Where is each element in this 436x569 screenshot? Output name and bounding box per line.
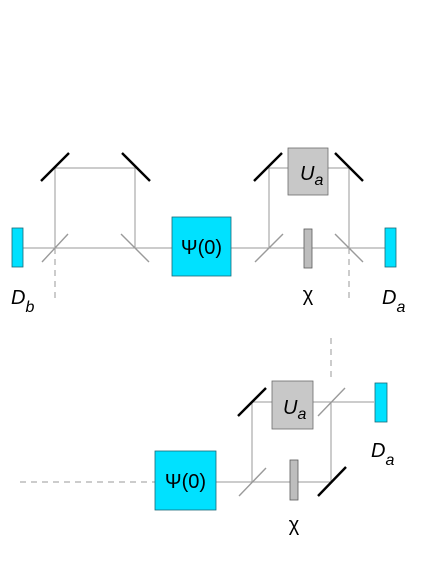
bottom-mirror-2 bbox=[317, 466, 347, 497]
top-unitary-subscript: a bbox=[314, 172, 323, 189]
top-left-beam-splitter-1 bbox=[41, 233, 69, 263]
bottom-unitary-box bbox=[271, 380, 314, 430]
bottom-setup: Ψ(0) Ua χ Da bbox=[20, 380, 394, 536]
bottom-state-box bbox=[154, 450, 217, 511]
top-state-box bbox=[171, 216, 232, 277]
detector-a-top bbox=[384, 227, 397, 268]
detector-b-subscript: b bbox=[25, 299, 34, 316]
bottom-beam-splitter-1 bbox=[238, 467, 267, 497]
detector-a-top-symbol: D bbox=[382, 287, 396, 309]
top-left-interferometer-path bbox=[54, 167, 136, 249]
bottom-unitary-label: Ua bbox=[283, 397, 306, 423]
detector-a-top-subscript: a bbox=[396, 299, 405, 316]
bottom-unitary-symbol: U bbox=[283, 397, 298, 419]
bottom-mirror-1 bbox=[237, 387, 267, 417]
top-left-beam-splitter-2 bbox=[120, 233, 150, 263]
detector-b-symbol: D bbox=[11, 287, 25, 309]
detector-a-bottom-subscript: a bbox=[385, 452, 394, 469]
bottom-beam-splitter-2 bbox=[317, 387, 346, 417]
detector-a-bottom-symbol: D bbox=[371, 440, 385, 462]
detector-a-bottom bbox=[374, 382, 388, 423]
bottom-phase-plate bbox=[289, 459, 299, 501]
top-unitary-label: Ua bbox=[300, 163, 323, 189]
top-left-mirror-2 bbox=[121, 152, 151, 182]
detector-b-label: Db bbox=[11, 287, 34, 316]
detector-a-bottom-label: Da bbox=[371, 440, 394, 469]
top-unitary-symbol: U bbox=[300, 163, 315, 185]
top-unitary-box bbox=[287, 147, 329, 196]
detector-b bbox=[11, 227, 24, 268]
top-phase-plate bbox=[303, 228, 313, 269]
top-right-beam-splitter-2 bbox=[334, 233, 364, 263]
top-phase-label: χ bbox=[303, 284, 314, 306]
top-right-mirror-1 bbox=[253, 152, 283, 182]
bottom-state-label: Ψ(0) bbox=[165, 471, 206, 493]
top-right-mirror-2 bbox=[334, 152, 364, 182]
top-left-mirror-1 bbox=[40, 152, 70, 182]
top-state-label: Ψ(0) bbox=[181, 237, 222, 259]
detector-a-top-label: Da bbox=[382, 287, 405, 316]
top-right-beam-splitter-1 bbox=[254, 233, 284, 263]
bottom-phase-label: χ bbox=[289, 514, 300, 536]
top-setup: Ψ(0) Ua χ Db Da bbox=[11, 147, 405, 316]
bottom-unitary-subscript: a bbox=[297, 406, 306, 423]
